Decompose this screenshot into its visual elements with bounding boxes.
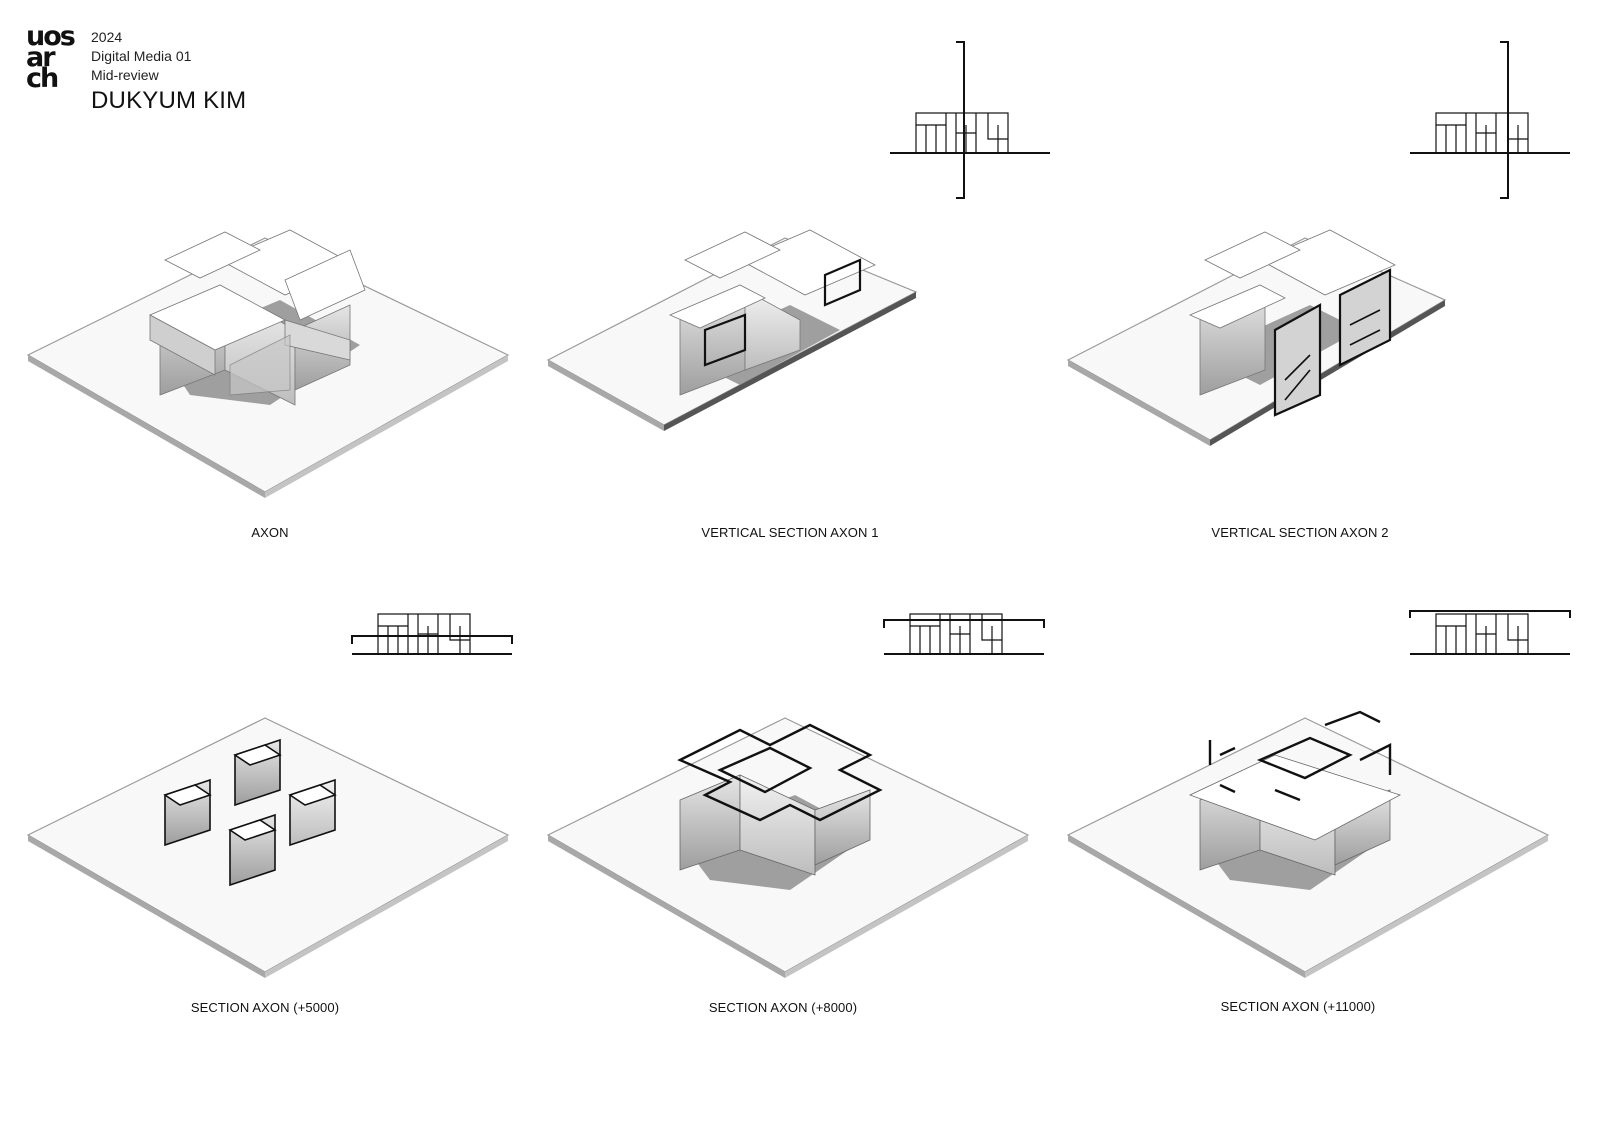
panel-section-11000	[1060, 700, 1560, 990]
core-south	[228, 813, 277, 887]
panel-section-5000	[20, 700, 520, 990]
section-8000-drawing	[546, 717, 1030, 978]
review-label: Mid-review	[91, 67, 159, 83]
key-diagram-section-11000	[1409, 610, 1571, 655]
author-name: DUKYUM KIM	[91, 87, 247, 114]
section-cut	[677, 723, 883, 822]
core-towers	[163, 738, 337, 887]
caption-section-5000: SECTION AXON (+5000)	[190, 1000, 340, 1015]
key-diagram-section-5000	[351, 613, 513, 655]
core-east	[288, 778, 337, 847]
panel-section-8000	[540, 700, 1040, 990]
panel-vertical-section-2	[1060, 220, 1560, 510]
caption-vertical-section-2: VERTICAL SECTION AXON 2	[1211, 525, 1389, 540]
panel-vertical-section-1	[540, 220, 1040, 510]
building-mass	[668, 229, 876, 396]
core-north	[233, 738, 282, 807]
caption-axon: AXON	[251, 525, 289, 540]
caption-section-8000: SECTION AXON (+8000)	[708, 1000, 858, 1015]
section-cut	[703, 258, 862, 367]
uos-arch-logo: uos ar ch	[26, 21, 76, 95]
section-5000-drawing	[26, 717, 510, 978]
year: 2024	[91, 29, 123, 45]
panel-axon	[20, 220, 520, 510]
course-meta: 2024 Digital Media 01 Mid-review	[91, 28, 191, 85]
building-mass	[679, 774, 871, 876]
building-mass	[149, 229, 366, 406]
caption-vertical-section-1: VERTICAL SECTION AXON 1	[701, 525, 879, 540]
building-mass	[1188, 229, 1396, 396]
vertical-section-2-drawing	[1066, 229, 1447, 446]
key-diagram-vertical-1	[890, 41, 1050, 199]
sheet-header: uos ar ch 2024 Digital Media 01 Mid-revi…	[26, 21, 326, 116]
key-diagram-vertical-2	[1410, 41, 1570, 199]
section-11000-drawing	[1066, 710, 1550, 978]
key-diagram-section-8000	[883, 613, 1045, 655]
caption-section-11000: SECTION AXON (+11000)	[1220, 999, 1376, 1014]
axon-drawing	[26, 229, 510, 498]
course-name: Digital Media 01	[91, 48, 192, 64]
section-cut	[1208, 710, 1392, 802]
vertical-section-1-drawing	[546, 229, 918, 431]
core-west	[163, 778, 212, 847]
